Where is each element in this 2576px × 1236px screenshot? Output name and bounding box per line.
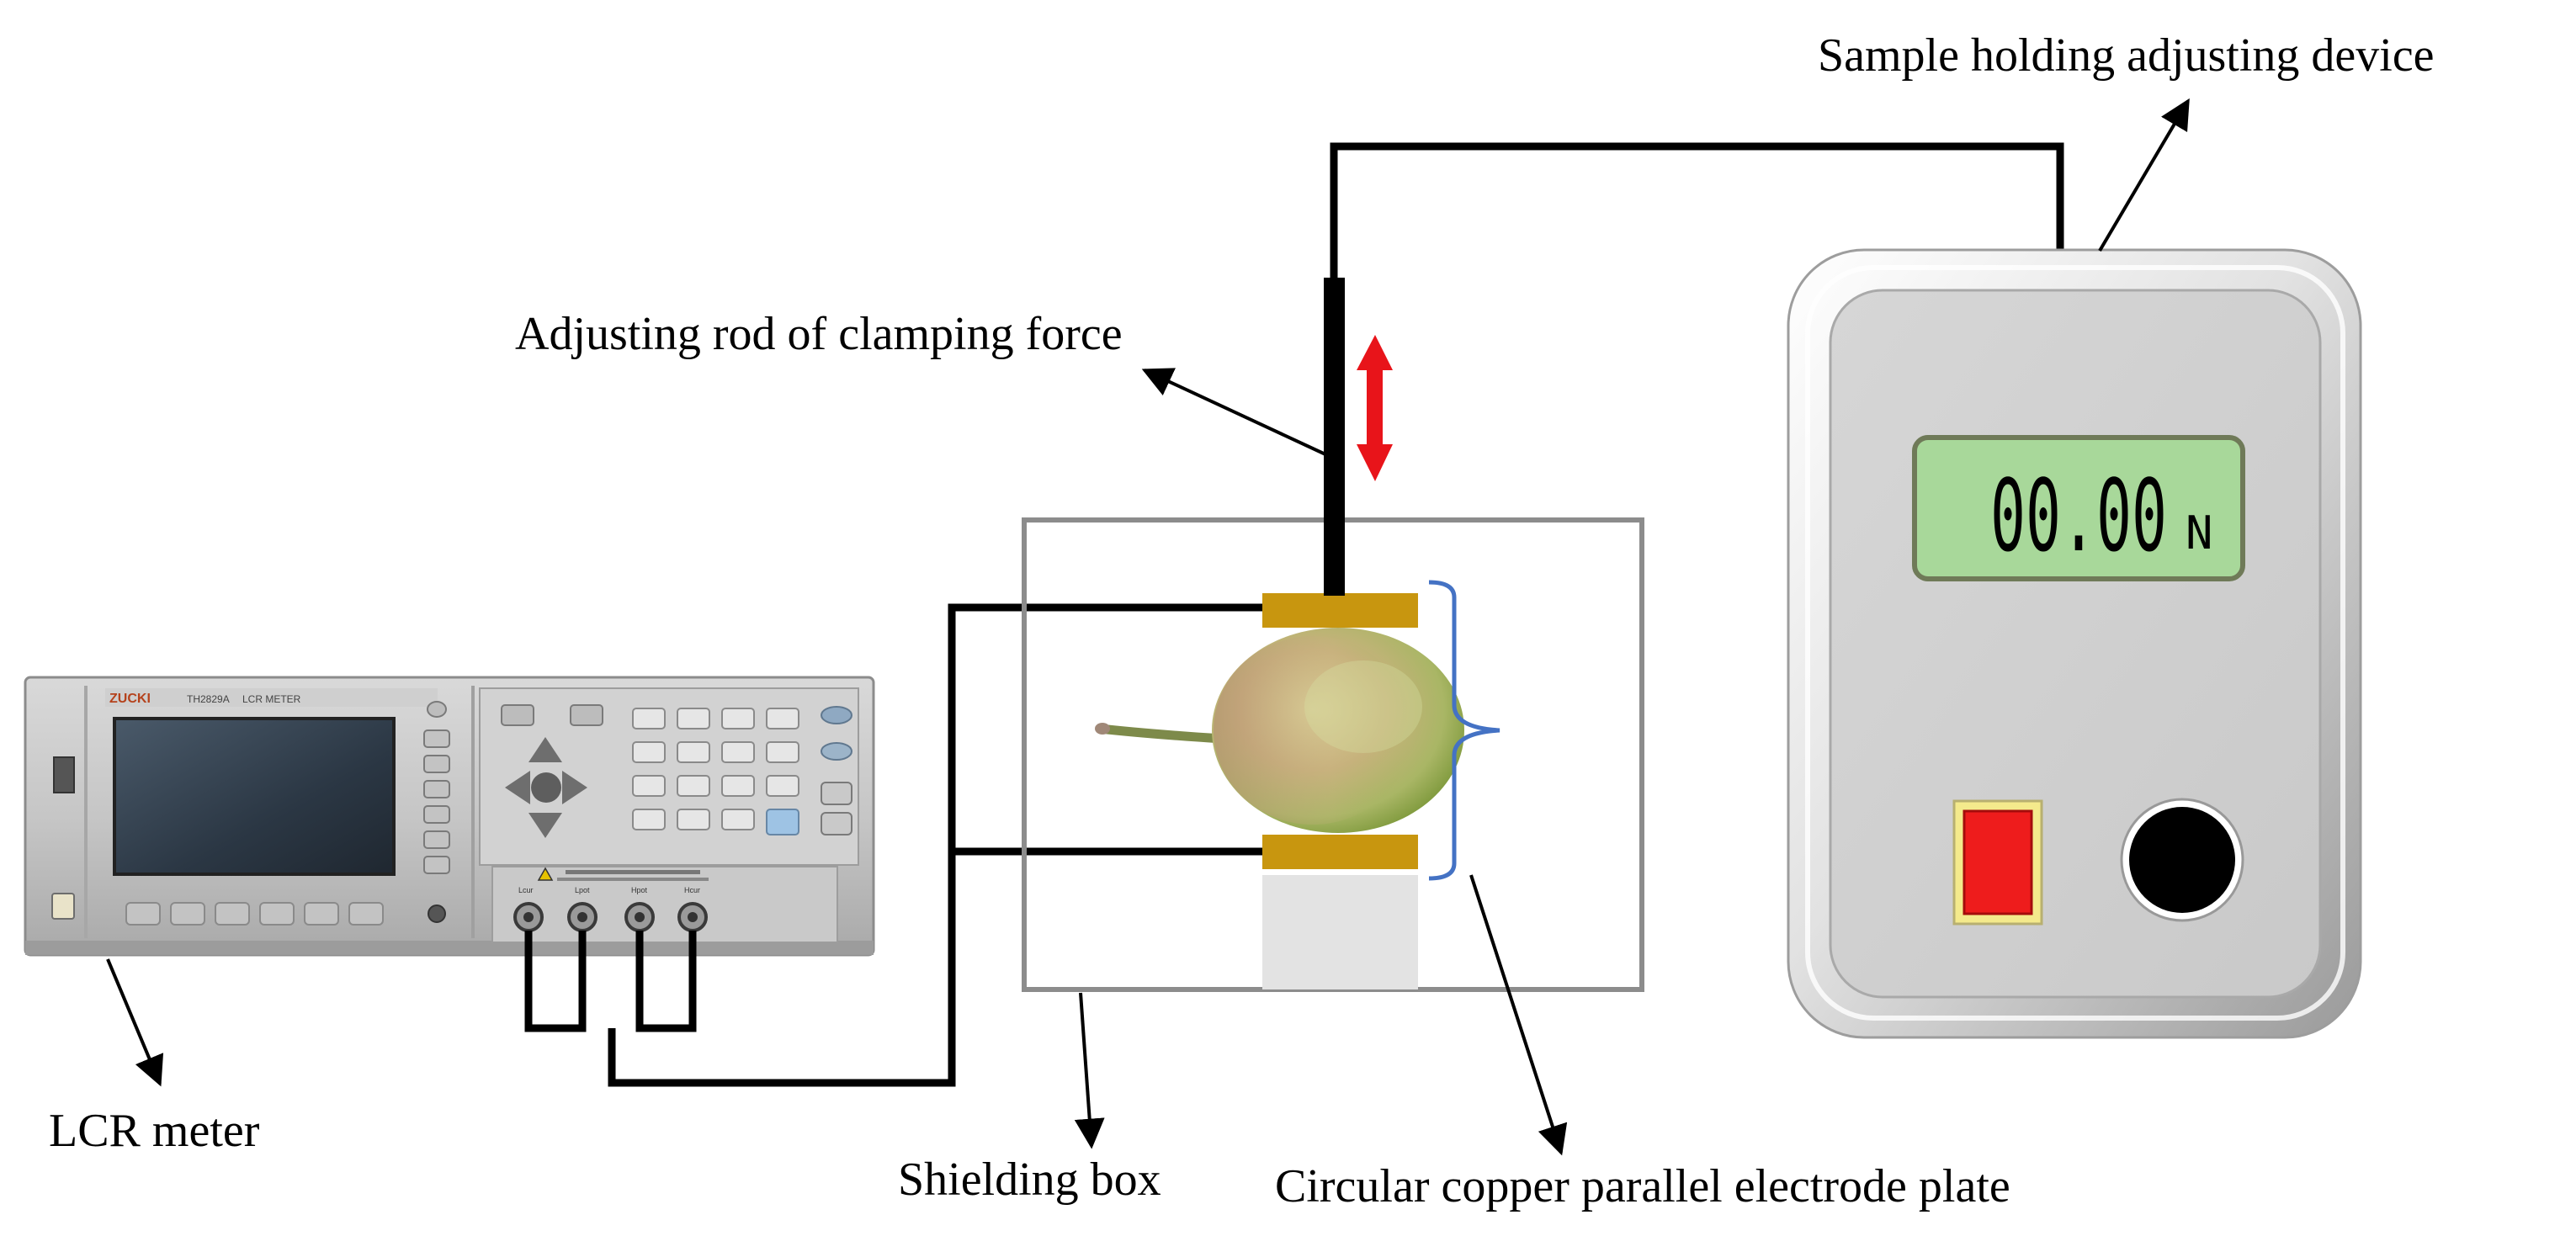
power-button [51, 893, 75, 920]
force-display [1912, 435, 2245, 581]
arrow-electrode-plate [1469, 874, 1568, 1156]
connector-label-lcur: Lcur [518, 886, 534, 894]
rod-cable [1330, 142, 2064, 278]
lcr-round-keys [821, 706, 852, 835]
lcr-numeric-keypad [632, 708, 799, 835]
connector-label-hpot: Hpot [631, 886, 648, 894]
electrode-bracket [1428, 580, 1500, 881]
upper-electrode-plate [1262, 593, 1418, 628]
label-sample-holding-device: Sample holding adjusting device [1818, 29, 2435, 82]
sample-holding-device: 00.00 N [1787, 248, 2362, 1039]
adjusting-rod [1324, 278, 1345, 596]
arrow-sample-device [2098, 98, 2190, 252]
lcr-model: TH2829A [187, 693, 230, 705]
force-value: 00.00 [1990, 458, 2167, 574]
arrow-lcr-meter [106, 958, 164, 1087]
connector-label-hcur: Hcur [684, 886, 700, 894]
lcr-screen [113, 717, 396, 876]
lcr-meter: ZUCKI TH2829A LCR METER [24, 676, 875, 957]
lcr-function-keys [501, 704, 603, 726]
test-cables [524, 603, 1262, 1087]
support-block [1262, 875, 1418, 989]
clamping-direction-arrow [1357, 335, 1393, 481]
lcr-direction-pad [505, 737, 587, 838]
fruit-sample [1095, 628, 1464, 833]
lower-electrode-plate [1262, 835, 1418, 869]
force-unit: N [2186, 507, 2213, 560]
lcr-name: LCR METER [242, 693, 301, 705]
lcr-side-keys [423, 701, 450, 923]
label-shielding-box: Shielding box [898, 1154, 1161, 1206]
lcr-brand: ZUCKI [109, 692, 151, 706]
lcr-softkeys [125, 902, 384, 926]
label-arrows [106, 98, 2190, 1156]
label-electrode-plate: Circular copper parallel electrode plate [1275, 1160, 2010, 1212]
label-adjusting-rod: Adjusting rod of clamping force [515, 308, 1123, 360]
connector-label-lpot: Lpot [575, 886, 590, 894]
label-lcr-meter: LCR meter [49, 1105, 260, 1157]
usb-port [53, 756, 75, 793]
arrow-adjusting-rod [1141, 368, 1326, 456]
arrow-shielding-box [1074, 992, 1105, 1149]
